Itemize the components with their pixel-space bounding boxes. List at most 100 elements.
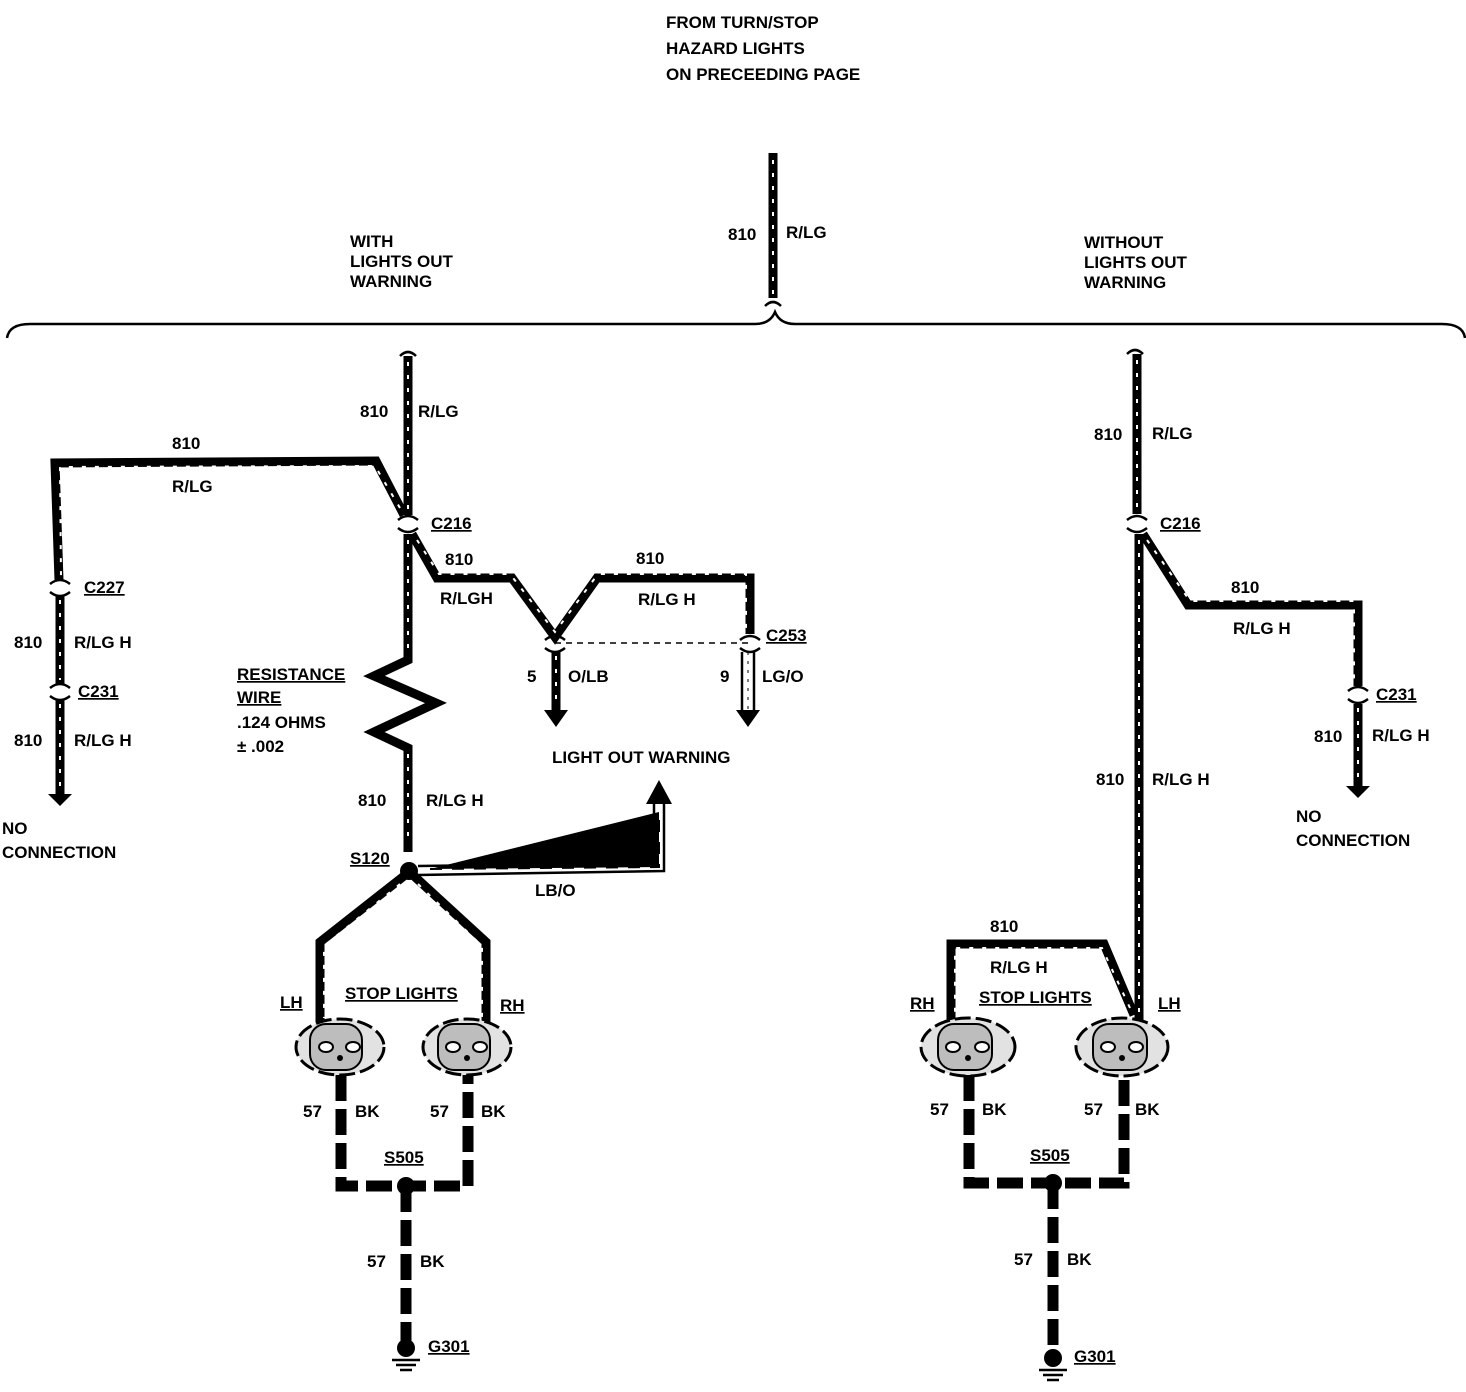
without-s505-splice (1044, 1174, 1062, 1192)
with-gnd-color: BK (420, 1252, 445, 1271)
without-title-2: LIGHTS OUT (1084, 253, 1188, 272)
with-gnd-circuit-l: 57 (303, 1102, 322, 1121)
with-rh-label: RH (500, 996, 525, 1015)
with-branch-wire (50, 456, 408, 581)
c253-connector (544, 634, 761, 654)
c216-label: C216 (431, 514, 472, 533)
with-lh-label: LH (280, 993, 303, 1012)
circuit-104-color: LB/O (535, 881, 576, 900)
pin9-color: LG/O (762, 667, 804, 686)
header-line-3: ON PRECEEDING PAGE (666, 65, 860, 84)
without-title-1: WITHOUT (1084, 233, 1164, 252)
with-low-circuit: 810 (358, 791, 386, 810)
resistance-label-3: .124 OHMS (237, 713, 326, 732)
without-gnd-color-l: BK (982, 1100, 1007, 1119)
with-ground-symbol (392, 1339, 420, 1372)
pin9-wire (736, 652, 760, 727)
with-title-3: WARNING (350, 272, 432, 291)
c227-circuit: 810 (14, 633, 42, 652)
with-lh-stop-light (294, 1017, 386, 1077)
without-left-circuit: 810 (990, 917, 1018, 936)
without-no-connection-1: NO (1296, 807, 1322, 826)
without-gnd-circuit-l: 57 (930, 1100, 949, 1119)
s120-splice (400, 862, 418, 880)
without-c231-connector (1347, 685, 1369, 705)
resistance-label-2: WIRE (237, 688, 281, 707)
feed-color: R/LG (786, 223, 827, 242)
resistance-label-1: RESISTANCE (237, 665, 345, 684)
without-no-connection-2: CONNECTION (1296, 831, 1410, 850)
c231-label: C231 (78, 682, 119, 701)
pin5-color: O/LB (568, 667, 609, 686)
with-right-circuit: 810 (636, 549, 664, 568)
without-gnd-circuit: 57 (1014, 1250, 1033, 1269)
c216-connector (397, 514, 419, 534)
without-gnd-color-r: BK (1135, 1100, 1160, 1119)
without-s505-label: S505 (1030, 1146, 1070, 1165)
with-title-1: WITH (350, 232, 393, 251)
with-gnd-circuit: 57 (367, 1252, 386, 1271)
without-branch-wire (1139, 531, 1363, 686)
without-top-color: R/LG (1152, 424, 1193, 443)
light-out-warning-label: LIGHT OUT WARNING (552, 748, 730, 767)
with-top-circuit: 810 (360, 402, 388, 421)
with-gnd-color-r: BK (481, 1102, 506, 1121)
c227-connector (49, 578, 71, 598)
with-stop-lights-label: STOP LIGHTS (345, 984, 458, 1003)
resistance-wire (363, 534, 447, 852)
with-top-color: R/LG (418, 402, 459, 421)
without-main-color: R/LG H (1152, 770, 1210, 789)
without-ground-symbol (1039, 1349, 1067, 1382)
with-mid-color: R/LGH (440, 589, 493, 608)
with-branch-circuit: 810 (172, 434, 200, 453)
circuit-104-number: 104 (537, 840, 566, 859)
pin9-number: 9 (720, 667, 729, 686)
without-lh-label: LH (1158, 994, 1181, 1013)
c231-circuit: 810 (14, 731, 42, 750)
circuit-104-wire (417, 780, 672, 877)
feed-circuit: 810 (728, 225, 756, 244)
without-left-color: R/LG H (990, 958, 1048, 977)
with-right-color: R/LG H (638, 590, 696, 609)
without-c216-label: C216 (1160, 514, 1201, 533)
with-stoplight-feeds (315, 872, 491, 1022)
without-rh-label: RH (910, 994, 935, 1013)
c231-wire (48, 700, 72, 806)
with-gnd-circuit-r: 57 (430, 1102, 449, 1121)
with-no-connection-1: NO (2, 819, 28, 838)
without-main-circuit: 810 (1096, 770, 1124, 789)
c253-label: C253 (766, 626, 807, 645)
with-no-connection-2: CONNECTION (2, 843, 116, 862)
with-branch-color: R/LG (172, 477, 213, 496)
without-c231-wire (1346, 704, 1370, 798)
c227-label: C227 (84, 578, 125, 597)
pin5-wire (544, 652, 568, 727)
with-s505-label: S505 (384, 1148, 424, 1167)
without-rh-stop-light (919, 1016, 1017, 1078)
resistance-label-4: ± .002 (237, 737, 284, 756)
without-c231-circuit: 810 (1314, 727, 1342, 746)
header-line-1: FROM TURN/STOP (666, 13, 819, 32)
with-g301-label: G301 (428, 1337, 470, 1356)
header-line-2: HAZARD LIGHTS (666, 39, 805, 58)
without-stop-lights-label: STOP LIGHTS (979, 988, 1092, 1007)
without-lh-stop-light (1074, 1016, 1170, 1078)
with-mid-circuit: 810 (445, 550, 473, 569)
c231-connector (49, 682, 71, 702)
with-top-wire (399, 350, 417, 515)
s120-label: S120 (350, 849, 390, 868)
without-c231-color: R/LG H (1372, 726, 1430, 745)
without-gnd-circuit-r: 57 (1084, 1100, 1103, 1119)
with-low-color: R/LG H (426, 791, 484, 810)
without-branch-circuit: 810 (1231, 578, 1259, 597)
c231-color: R/LG H (74, 731, 132, 750)
without-gnd-color: BK (1067, 1250, 1092, 1269)
section-brace (5, 308, 1466, 339)
with-title-2: LIGHTS OUT (350, 252, 454, 271)
without-c216-connector (1126, 514, 1148, 534)
without-title-3: WARNING (1084, 273, 1166, 292)
with-s505-splice (397, 1177, 415, 1195)
pin5-number: 5 (527, 667, 536, 686)
without-top-circuit: 810 (1094, 425, 1122, 444)
